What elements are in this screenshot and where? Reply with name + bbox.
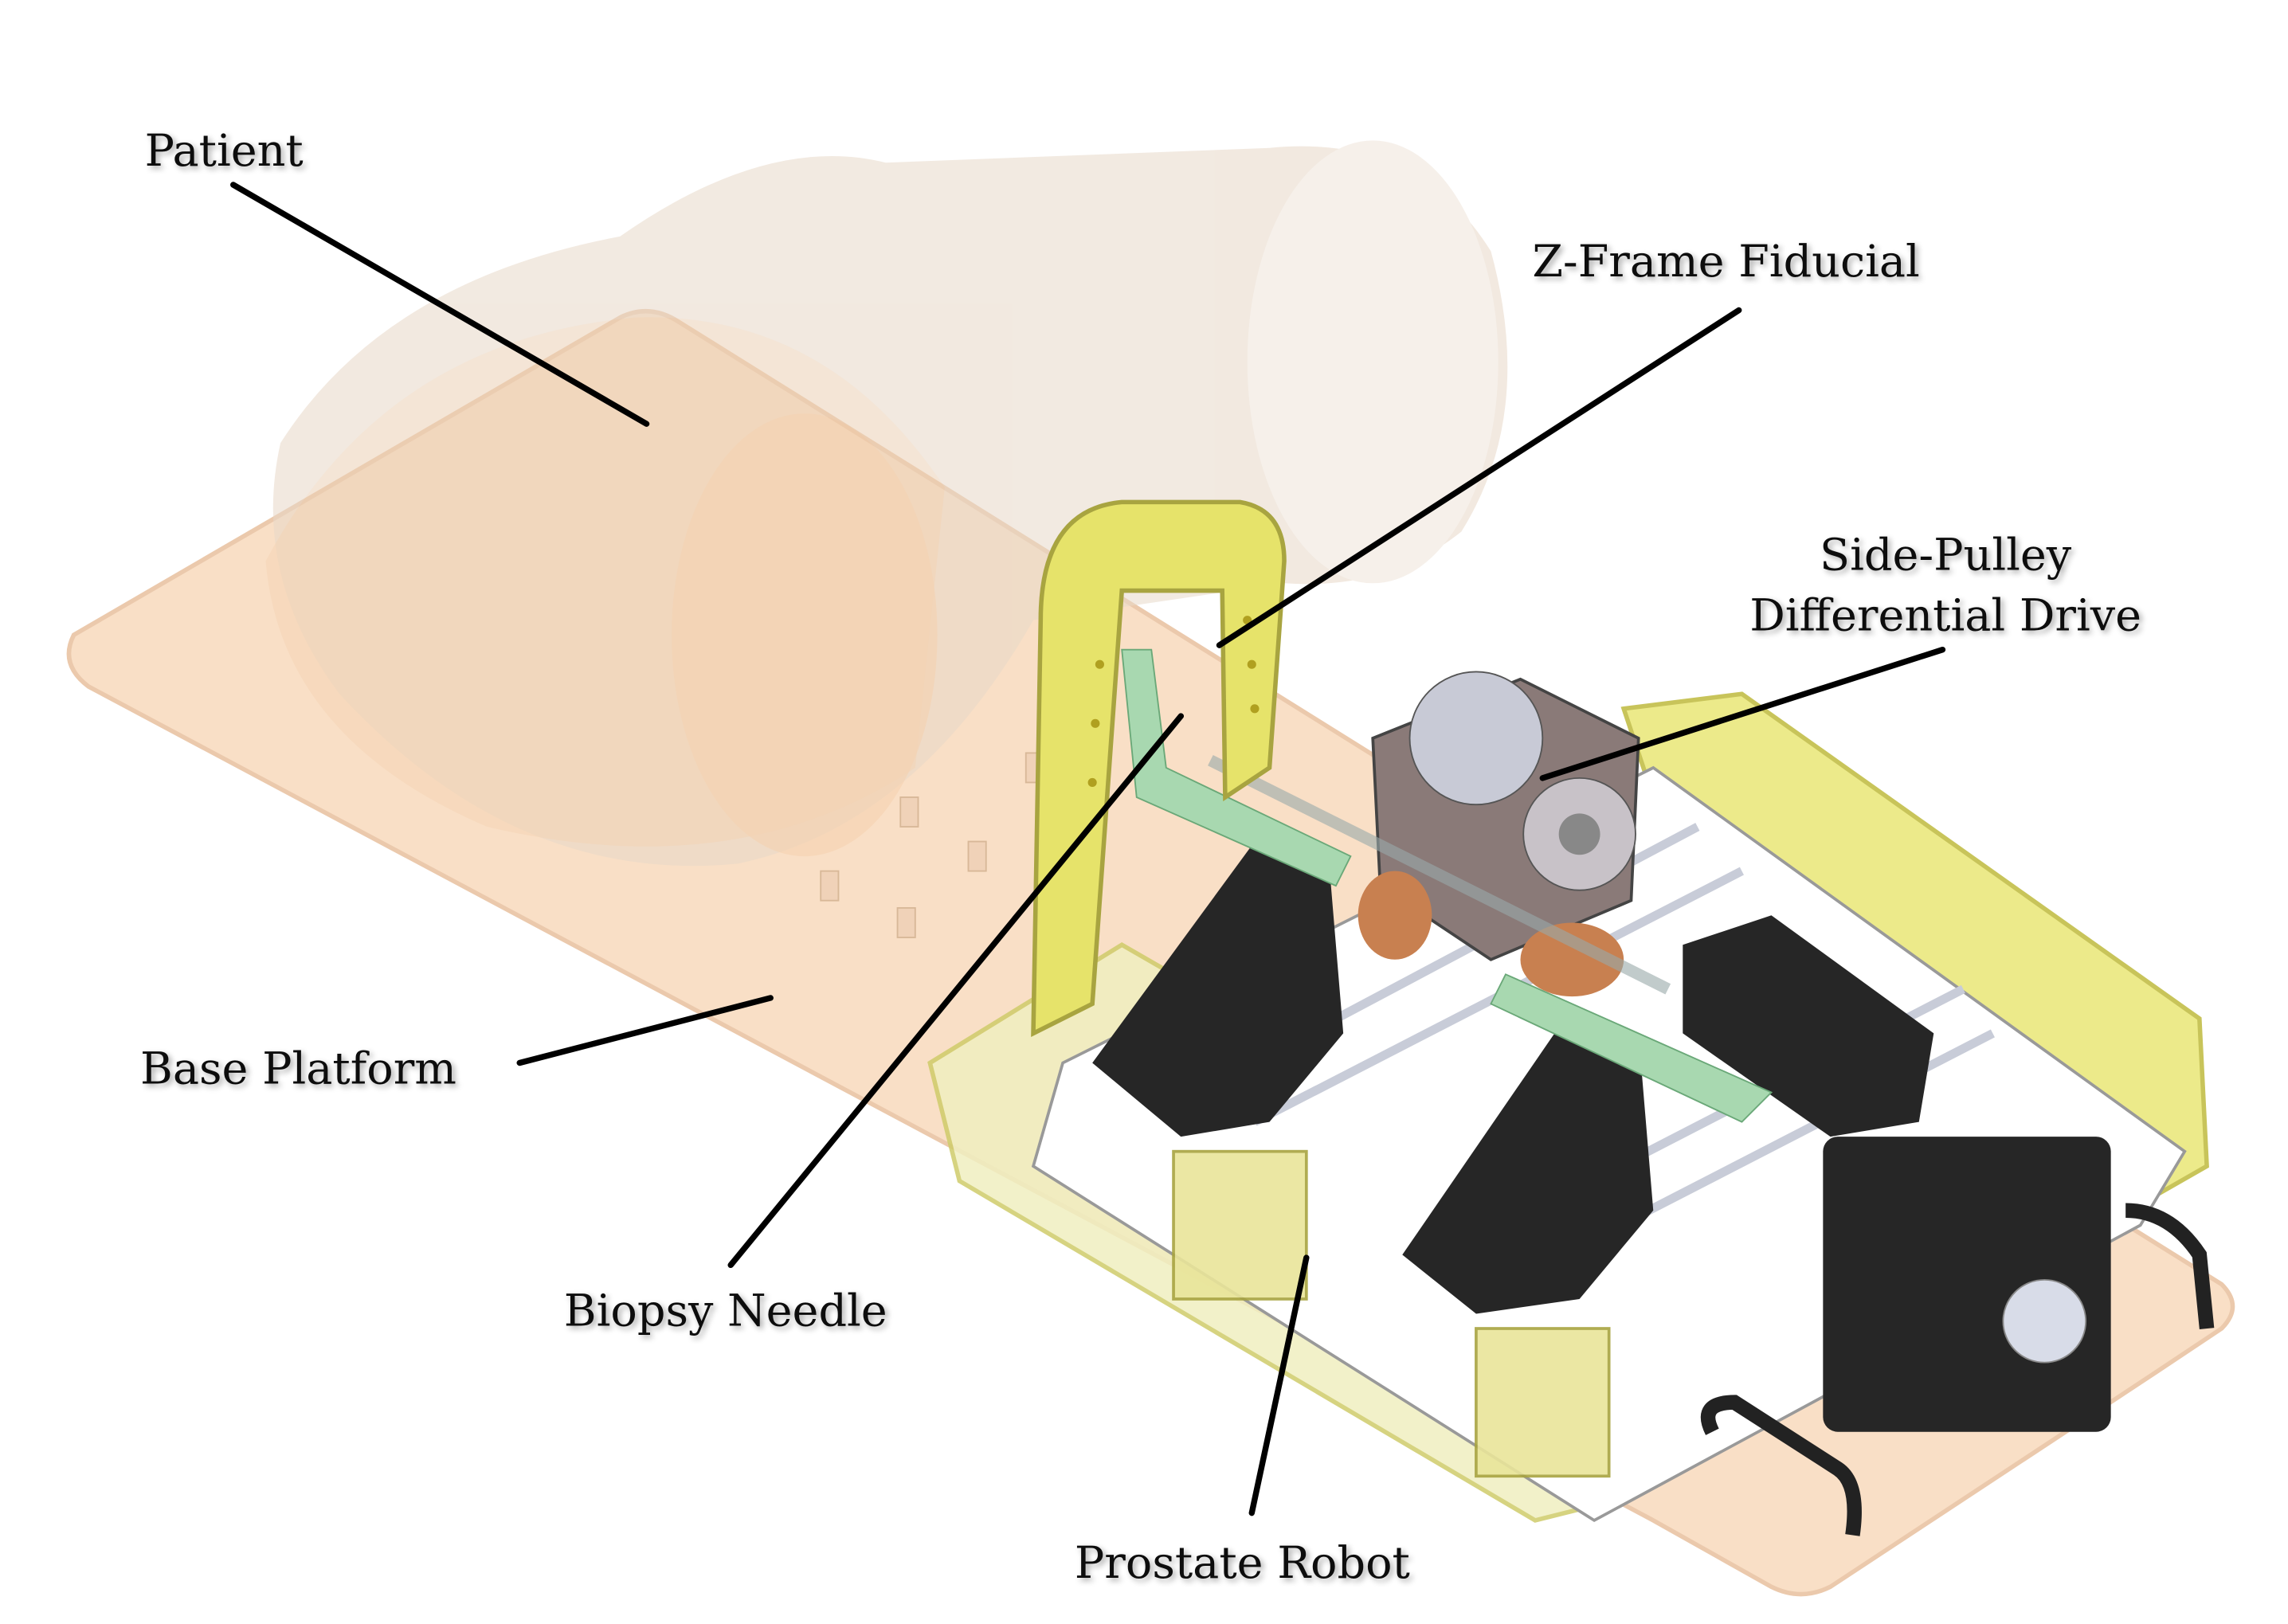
z-frame-leader	[1216, 307, 1742, 648]
side-pulley-drive	[1358, 671, 1640, 997]
label-patient: Patient	[145, 125, 304, 177]
label-differential-drive: Differential Drive	[1749, 590, 2141, 642]
base-platform-leader	[516, 995, 774, 1066]
prostate-robot	[927, 499, 2215, 1536]
label-base-platform: Base Platform	[140, 1043, 456, 1094]
label-side-pulley: Side-Pulley	[1820, 530, 2072, 581]
patient-model	[265, 140, 1508, 867]
leader-lines	[230, 182, 1946, 1516]
biopsy-needle-leader	[727, 713, 1185, 1269]
label-z-frame-fiducial: Z-Frame Fiducial	[1532, 236, 1919, 288]
label-biopsy-needle: Biopsy Needle	[564, 1285, 887, 1336]
z-frame-fiducial	[1031, 499, 1287, 1037]
label-prostate-robot: Prostate Robot	[1075, 1537, 1410, 1589]
patient-leader	[230, 182, 650, 427]
side-pulley-leader	[1539, 646, 1946, 781]
prostate-robot-leader	[1248, 1254, 1310, 1516]
